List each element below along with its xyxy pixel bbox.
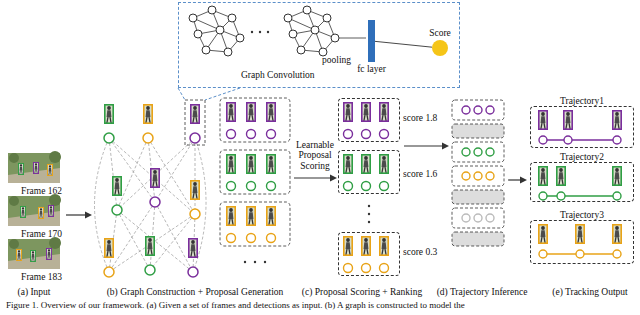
proposals xyxy=(220,98,290,263)
score-circle: Score xyxy=(432,40,448,56)
node-label: Trajectory1 xyxy=(560,96,604,106)
input-frames xyxy=(8,151,61,269)
trajectory-box: Trajectory2 xyxy=(530,162,634,202)
node-label: Frame 162 xyxy=(21,186,62,196)
figure-caption: Figure 1. Overview of our framework. (a)… xyxy=(6,301,465,311)
scored-proposal: score 1.8 xyxy=(338,98,400,142)
input-frame: Frame 183 xyxy=(6,238,62,282)
trajectory-box: Trajectory3 xyxy=(530,220,634,264)
gcn-networks xyxy=(178,6,366,100)
trajectory-inference xyxy=(452,100,504,246)
node-label: Frame 183 xyxy=(21,272,62,282)
fc-layer-bar: fc layer xyxy=(368,20,375,62)
scored-proposal: score 0.3 xyxy=(338,232,400,276)
trajectory-box: Trajectory1 xyxy=(530,106,634,148)
annotation-label: (e) Tracking Output xyxy=(552,287,627,297)
annotation-label: Learnable Proposal Scoring xyxy=(291,140,339,171)
scored-proposals xyxy=(343,102,389,273)
node-label: score 1.8 xyxy=(403,113,437,123)
annotation-label: (a) Input xyxy=(18,287,51,297)
stage-arrows xyxy=(66,143,527,219)
scored-proposal: score 1.6 xyxy=(338,150,400,194)
annotation-label: (b) Graph Construction + Proposal Genera… xyxy=(107,287,284,297)
node-label: Trajectory3 xyxy=(560,210,604,220)
detection-graph xyxy=(95,100,207,277)
input-frame: Frame 162 xyxy=(6,152,62,196)
node-label: Trajectory2 xyxy=(560,152,604,162)
node-label: Frame 170 xyxy=(21,229,62,239)
node-label: fc layer xyxy=(357,64,386,74)
tracking-output xyxy=(538,110,622,258)
node-label: Score xyxy=(429,28,451,38)
annotation-label: pooling xyxy=(322,55,351,65)
node-label: score 1.6 xyxy=(403,169,437,179)
connector-line xyxy=(375,41,432,47)
annotation-label: (d) Trajectory Inference xyxy=(437,287,528,297)
annotation-label: (c) Proposal Scoring + Ranking xyxy=(302,287,422,297)
node-label: score 0.3 xyxy=(403,247,437,257)
input-frame: Frame 170 xyxy=(6,195,62,239)
gcn-panel: Graph Convolution fc layer Score xyxy=(178,2,460,88)
connector xyxy=(375,41,432,47)
node-label: Graph Convolution xyxy=(241,70,315,80)
